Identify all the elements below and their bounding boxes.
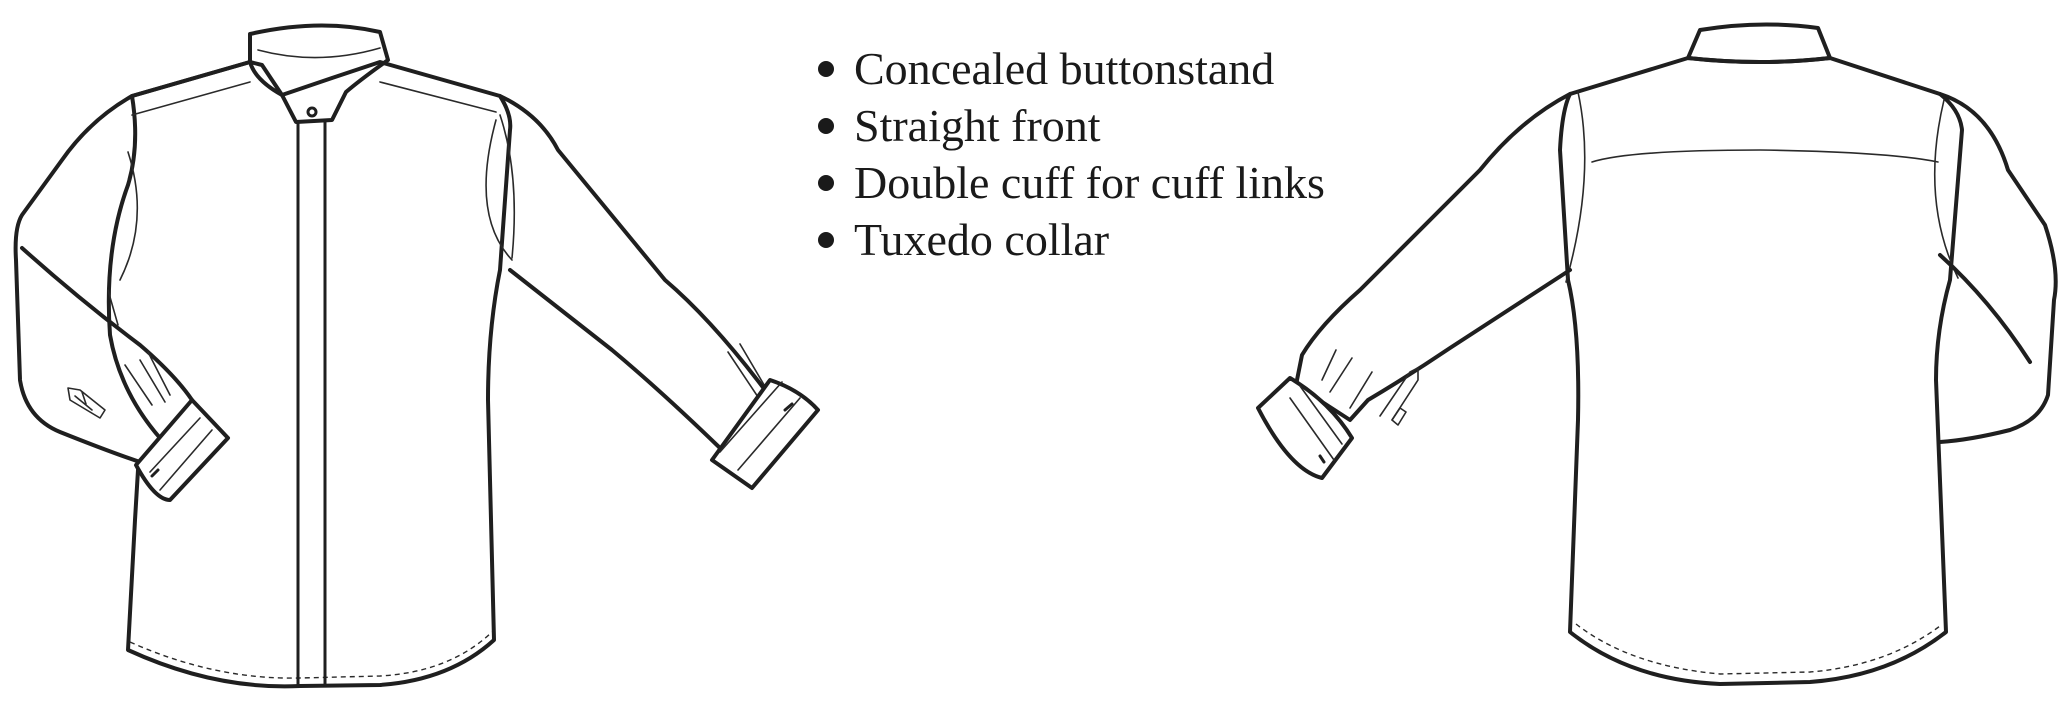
front-right-cuff [710,378,820,490]
back-left-sleeve [1294,92,1572,422]
back-right-sleeve [1938,92,2058,444]
front-left-sleeve [13,60,252,464]
feature-text: Concealed buttonstand [854,43,1275,94]
back-yoke-seam [1591,149,1939,163]
front-placket [296,120,327,688]
bullet-icon [818,231,834,248]
feature-item: Tuxedo collar [818,211,1325,268]
bullet-icon [818,174,834,191]
shirt-front-view [13,23,820,689]
front-collar [248,23,390,124]
shirt-back-view [1256,22,2058,686]
feature-text: Straight front [854,100,1101,151]
front-body [126,60,513,689]
feature-item: Straight front [818,97,1325,154]
feature-item: Concealed buttonstand [818,40,1325,97]
feature-item: Double cuff for cuff links [818,154,1325,211]
back-body [1558,56,1964,686]
feature-list: Concealed buttonstand Straight front Dou… [818,40,1325,268]
bullet-icon [818,60,834,77]
front-right-sleeve [498,94,792,464]
front-left-cuff [134,398,230,502]
feature-text: Tuxedo collar [854,214,1110,265]
feature-text: Double cuff for cuff links [854,157,1325,208]
bullet-icon [818,117,834,134]
back-collar [1686,22,1832,60]
